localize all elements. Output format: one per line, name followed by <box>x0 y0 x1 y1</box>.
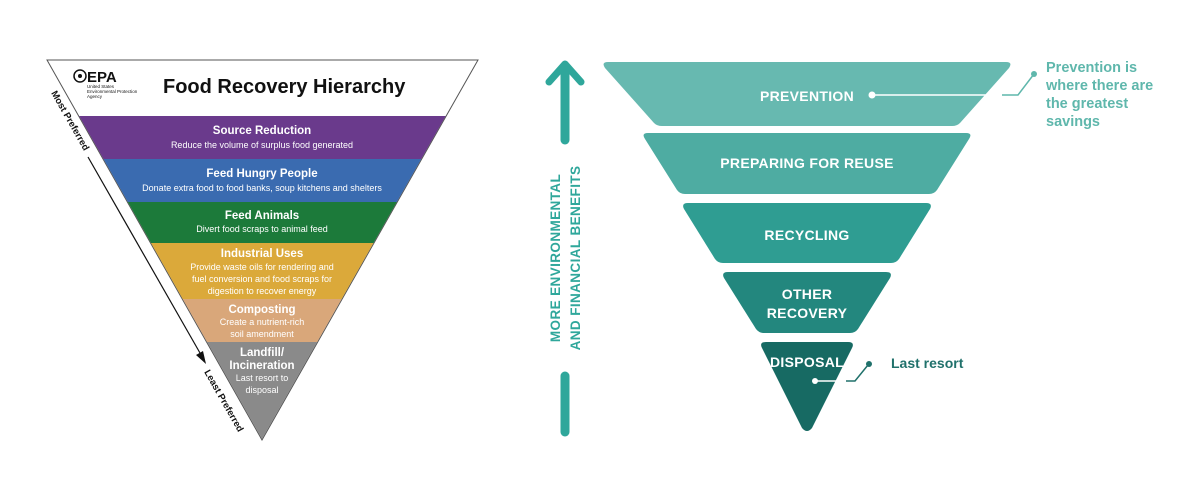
tier-label-disposal: DISPOSAL <box>770 354 844 370</box>
level-title-landfill-1: Landfill/ <box>240 347 285 359</box>
level-desc-industrial-uses-1: Provide waste oils for rendering and <box>190 262 334 272</box>
level-desc-industrial-uses-2: fuel conversion and food scraps for <box>192 274 332 284</box>
level-title-landfill-2: Incineration <box>229 360 294 372</box>
level-desc-feed-hungry-people: Donate extra food to food banks, soup ki… <box>142 183 382 193</box>
tier-disposal <box>761 342 853 431</box>
epa-logo: EPA United States Environmental Protecti… <box>73 69 138 99</box>
epa-wordmark: EPA <box>87 69 117 86</box>
benefits-label-line-2: AND FINANCIAL BENEFITS <box>568 166 583 351</box>
disposal-callout <box>812 361 872 384</box>
prevention-note-2: where there are <box>1045 78 1153 94</box>
level-title-source-reduction: Source Reduction <box>213 125 311 137</box>
benefits-arrowhead <box>545 60 585 86</box>
level-desc-feed-animals: Divert food scraps to animal feed <box>196 224 328 234</box>
prevention-note-1: Prevention is <box>1046 60 1137 76</box>
level-desc-landfill-2: disposal <box>245 385 278 395</box>
tier-recycling <box>683 203 931 263</box>
preference-arrowhead <box>196 351 206 364</box>
level-desc-composting-2: soil amendment <box>230 329 294 339</box>
epa-agency-line-3: Agency <box>87 94 103 99</box>
level-desc-landfill-1: Last resort to <box>236 373 289 383</box>
benefits-arrow <box>545 60 585 437</box>
level-title-feed-animals: Feed Animals <box>225 210 299 222</box>
tier-label-other-recovery-1: OTHER <box>782 286 833 302</box>
preference-arrow <box>87 156 206 364</box>
prevention-note-4: savings <box>1046 114 1100 130</box>
band-feed-hungry-people <box>48 159 477 202</box>
epa-food-recovery-hierarchy: EPA United States Environmental Protecti… <box>46 59 479 442</box>
tier-prevention <box>603 62 1011 126</box>
tier-label-prevention: PREVENTION <box>760 88 854 104</box>
level-title-feed-hungry-people: Feed Hungry People <box>206 168 317 180</box>
disposal-callout-end-dot <box>866 361 872 367</box>
prevention-callout-end-dot <box>1031 71 1037 77</box>
epa-agency-line-1: United States <box>87 84 115 89</box>
level-desc-industrial-uses-3: digestion to recover energy <box>208 286 317 296</box>
epa-flower-icon <box>73 69 87 83</box>
level-desc-composting-1: Create a nutrient-rich <box>220 317 305 327</box>
level-title-composting: Composting <box>228 304 295 316</box>
tier-other-recovery <box>723 272 891 333</box>
tier-label-recycling: RECYCLING <box>764 227 849 243</box>
tier-label-preparing-for-reuse: PREPARING FOR REUSE <box>720 155 893 171</box>
level-desc-source-reduction: Reduce the volume of surplus food genera… <box>171 140 353 150</box>
band-feed-animals <box>48 202 477 243</box>
epa-title: Food Recovery Hierarchy <box>163 76 406 98</box>
waste-hierarchy: MORE ENVIRONMENTAL AND FINANCIAL BENEFIT… <box>545 60 1153 437</box>
prevention-callout <box>868 71 1037 99</box>
level-title-industrial-uses: Industrial Uses <box>221 248 303 260</box>
epa-agency-line-2: Environmental Protection <box>87 89 138 94</box>
tier-label-other-recovery-2: RECOVERY <box>767 305 848 321</box>
benefits-label-line-1: MORE ENVIRONMENTAL <box>548 174 563 342</box>
tier-preparing-for-reuse <box>643 133 971 194</box>
prevention-note-3: the greatest <box>1046 96 1128 112</box>
disposal-note: Last resort <box>891 355 964 371</box>
band-source-reduction <box>48 116 477 159</box>
